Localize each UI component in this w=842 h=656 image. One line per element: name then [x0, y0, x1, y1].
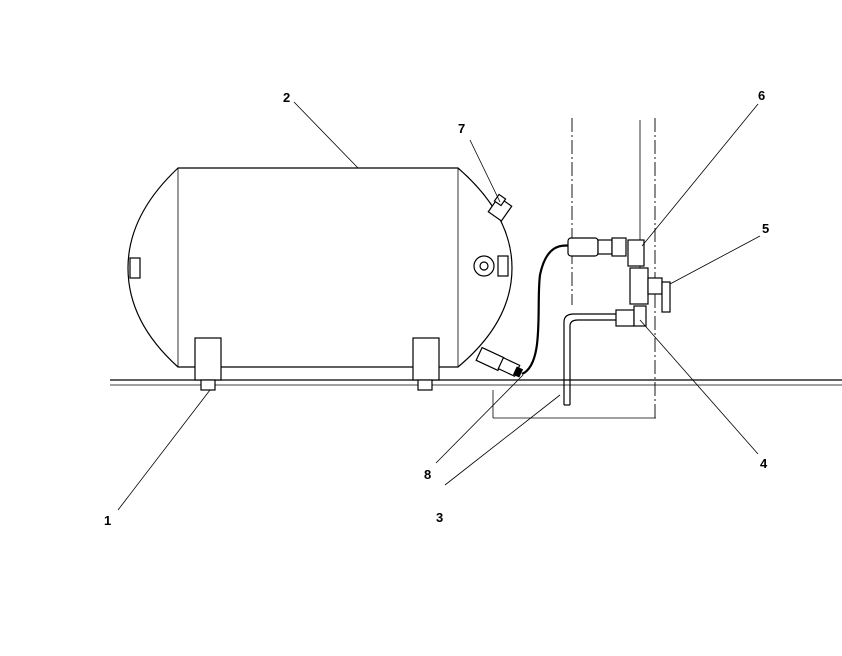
callout-3: 3 — [436, 510, 443, 525]
flexible-hose — [521, 244, 573, 376]
elbow-fitting — [627, 239, 645, 267]
outlet-pipe — [563, 305, 647, 406]
elbow-fitting-lower — [615, 309, 635, 327]
leader-lines — [117, 101, 761, 511]
air-tank — [127, 167, 513, 368]
hose-fitting-upper — [567, 237, 645, 267]
callout-5: 5 — [762, 221, 769, 236]
callout-8: 8 — [424, 467, 431, 482]
callout-2: 2 — [283, 90, 290, 105]
callout-7: 7 — [458, 121, 465, 136]
mounting-outline — [492, 118, 656, 419]
safety-valve — [487, 193, 513, 222]
tank-outlet-fitting — [475, 346, 524, 378]
drain-valve — [629, 267, 671, 313]
tank-bracket-right — [412, 337, 440, 381]
callout-labels: 1 2 3 4 5 6 7 8 — [104, 88, 769, 528]
drain-plug — [129, 257, 141, 279]
tank-brackets — [194, 337, 440, 391]
ground-lines — [110, 379, 842, 386]
callout-4: 4 — [760, 456, 768, 471]
tank-bracket-left — [194, 337, 222, 381]
callout-6: 6 — [758, 88, 765, 103]
callout-1: 1 — [104, 513, 111, 528]
mounting-bolt-right — [417, 379, 433, 391]
mounting-bolt-left — [200, 379, 216, 391]
